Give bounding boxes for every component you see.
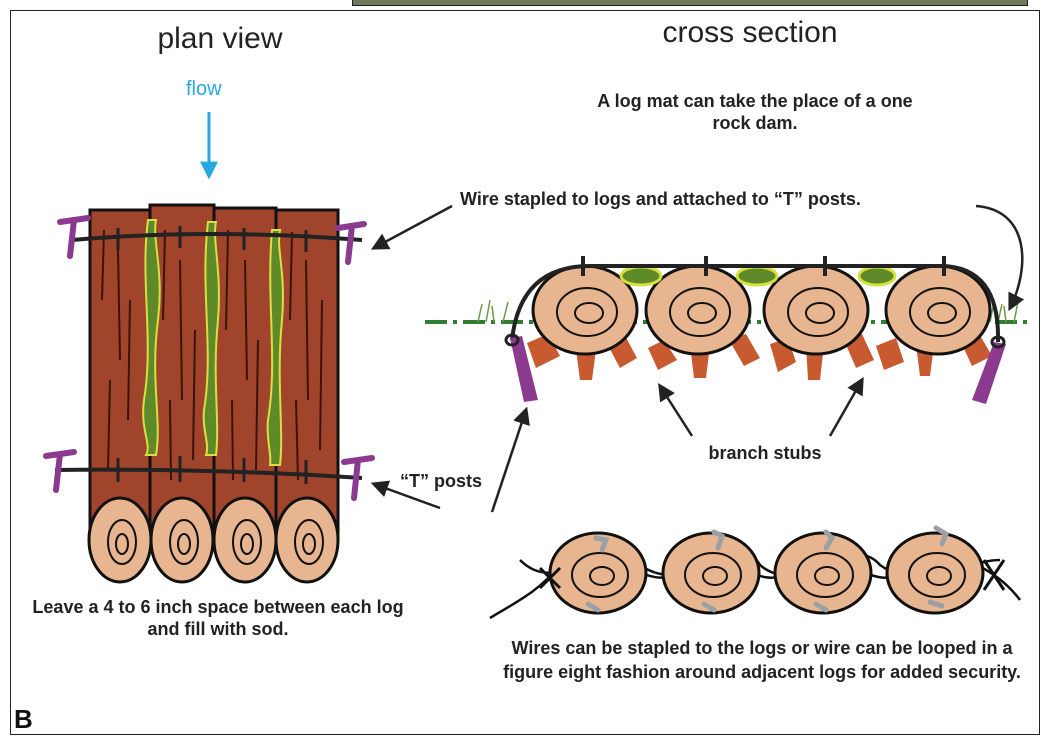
t-post-icon	[60, 218, 88, 256]
t-post-icon	[338, 224, 364, 262]
plan-log-1	[90, 210, 152, 540]
log-mat-note: A log mat can take the place of a one ro…	[595, 90, 915, 134]
cross-section-title: cross section	[610, 16, 890, 50]
plan-log-3	[214, 208, 276, 540]
flow-label: flow	[186, 78, 222, 101]
spacing-note: Leave a 4 to 6 inch space between each l…	[28, 596, 408, 640]
figure-eight-logs	[490, 528, 1020, 618]
figure-eight-note: Wires can be stapled to the logs or wire…	[492, 636, 1032, 684]
panel-letter: B	[14, 704, 33, 735]
t-posts-label: “T” posts	[400, 470, 510, 492]
plan-view-title: plan view	[120, 22, 320, 56]
branch-stubs-label: branch stubs	[680, 442, 850, 464]
wire-note: Wire stapled to logs and attached to “T”…	[460, 188, 980, 210]
